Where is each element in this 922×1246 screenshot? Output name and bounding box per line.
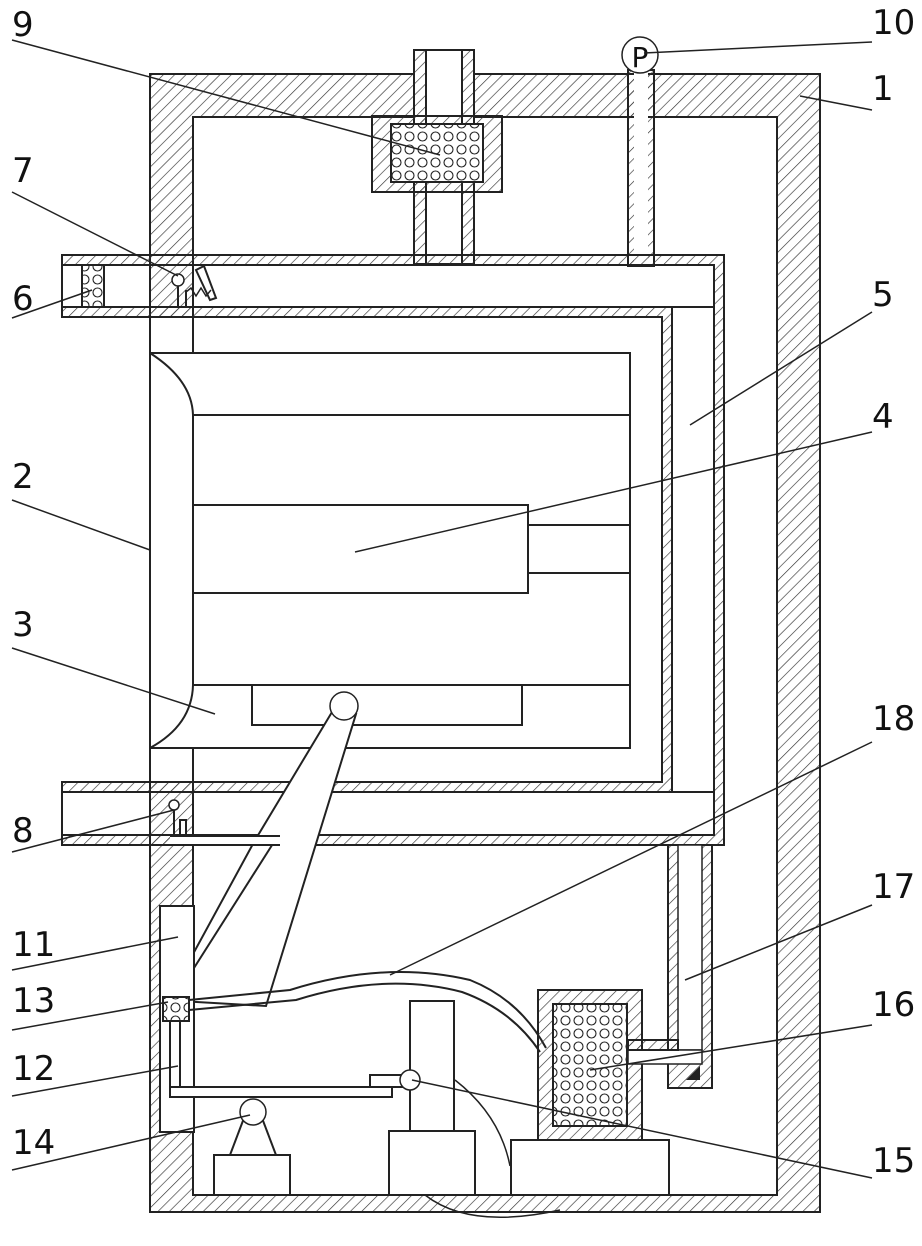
label-17: 17 [872,867,915,907]
drying-drum [150,353,630,748]
label-7: 7 [12,151,34,191]
inlet-filter [82,265,104,307]
label-3: 3 [12,605,34,645]
label-4: 4 [872,397,894,437]
label-5: 5 [872,275,894,315]
pump-assembly: P [622,37,658,266]
pump-symbol: P [632,41,649,74]
motor-shaft [528,525,630,573]
horizontal-bar [170,1087,392,1097]
label-15: 15 [872,1141,915,1181]
label-16: 16 [872,985,915,1025]
label-1: 1 [872,69,894,109]
label-14: 14 [12,1123,55,1163]
return-pipe [628,845,712,1088]
label-18: 18 [872,699,915,739]
label-12: 12 [12,1049,55,1089]
label-6: 6 [12,279,34,319]
pulley-base [214,1099,290,1195]
motor-block [193,505,528,593]
filter-canister [511,990,669,1195]
label-9: 9 [12,5,34,45]
label-2: 2 [12,457,34,497]
label-8: 8 [12,811,34,851]
filter-block [163,997,189,1021]
label-11: 11 [12,925,55,965]
label-10: 10 [872,3,915,43]
label-13: 13 [12,981,55,1021]
drum-bottom-tray [252,685,522,725]
